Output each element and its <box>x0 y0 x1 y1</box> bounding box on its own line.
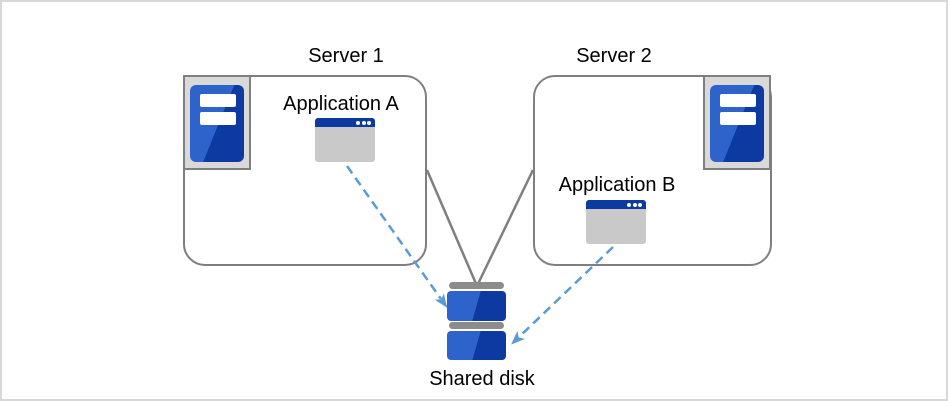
server2-label: Server 2 <box>576 45 652 67</box>
server1-to-disk-line <box>425 169 479 287</box>
server1-label: Server 1 <box>308 45 384 67</box>
window-titlebar <box>315 118 375 127</box>
application-b-window-icon <box>586 200 646 244</box>
window-dot-icon <box>356 120 360 125</box>
server-slot-bar <box>720 112 756 125</box>
server2-to-disk-line <box>475 169 535 287</box>
window-dot-icon <box>638 202 642 207</box>
application-b-label: Application B <box>558 174 676 196</box>
app-a-to-disk-arrow <box>345 165 448 308</box>
window-dot-icon <box>627 202 631 207</box>
window-titlebar <box>586 200 646 209</box>
disk-platter <box>447 331 506 360</box>
disk-platter <box>447 291 506 321</box>
server-slot-bar <box>200 94 236 107</box>
server1-server-icon <box>183 75 251 170</box>
server-icon-body <box>190 85 244 162</box>
server-slot-bar <box>720 94 756 107</box>
window-dot-icon <box>632 202 637 207</box>
app-b-to-disk-arrow <box>511 246 614 345</box>
shared-disk-label: Shared disk <box>429 368 535 390</box>
disk-cap <box>449 282 504 289</box>
window-dot-icon <box>361 120 366 125</box>
server2-server-icon <box>703 75 771 170</box>
disk-cap <box>449 322 504 329</box>
window-dot-icon <box>367 120 371 125</box>
shared-disk-icon <box>447 282 506 360</box>
server-slot-bar <box>200 112 236 125</box>
application-a-window-icon <box>315 118 375 162</box>
application-a-label: Application A <box>283 93 399 115</box>
server-icon-body <box>710 85 764 162</box>
